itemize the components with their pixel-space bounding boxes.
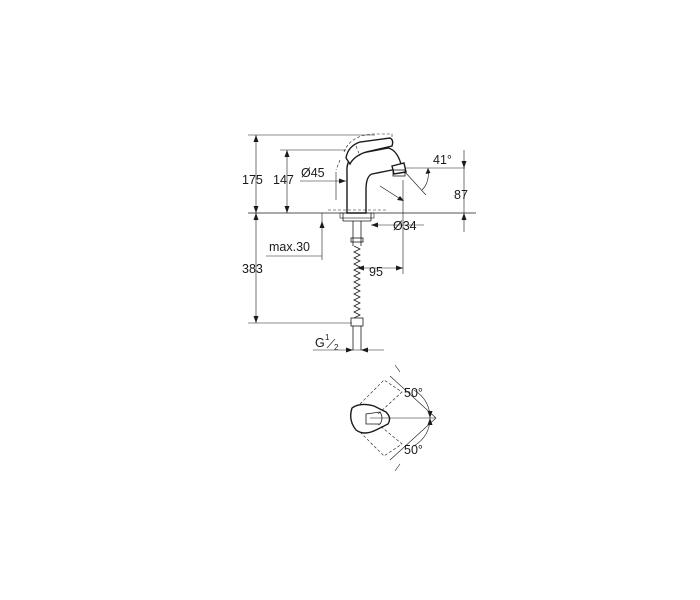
dim-d45-arrow <box>339 178 346 184</box>
top-arc-lower-arrow <box>427 418 433 425</box>
dim-41-slant <box>404 171 427 196</box>
aerator <box>392 169 406 177</box>
base-plate <box>339 212 375 219</box>
dim-g12-numerator: 1 <box>325 333 330 342</box>
flex-hose <box>353 245 361 319</box>
top-angle-lower-label: 50° <box>404 443 423 457</box>
top-swing-upper <box>359 379 403 415</box>
lever-ref-dash <box>355 145 361 157</box>
dim-87-arrow-bottom <box>461 213 467 220</box>
dim-383-label: 383 <box>242 262 263 276</box>
hose-fitting <box>350 317 364 327</box>
dim-41-label: 41° <box>433 153 452 167</box>
dim-87-arrow-top <box>461 161 467 168</box>
dim-g12-arrow-right <box>361 347 368 353</box>
dim-d45-label: Ø45 <box>301 166 325 180</box>
dim-383-arrow-bottom <box>253 316 259 323</box>
side-view: 175 147 Ø45 41° 87 Ø34 max.30 <box>242 133 476 353</box>
dim-95-label: 95 <box>369 265 383 279</box>
dim-g12-fraction-slash <box>326 338 336 349</box>
top-lever <box>349 403 391 434</box>
dim-g12-denominator: 2 <box>334 343 339 352</box>
dim-147-arrow-top <box>284 150 290 157</box>
spout-flow-arrow <box>397 196 404 201</box>
lever-swing-outline <box>343 133 393 153</box>
dim-max30-label: max.30 <box>269 240 310 254</box>
dim-max30-arrow <box>319 221 325 228</box>
dim-g12-label: G <box>315 336 325 350</box>
dim-87-label: 87 <box>454 188 468 202</box>
dim-d34-arrow <box>371 222 378 228</box>
spout-flow-line <box>379 185 403 201</box>
dim-95-arrow-left <box>357 265 364 271</box>
top-angle-upper-label: 50° <box>404 386 423 400</box>
shank-nut <box>350 237 364 243</box>
dim-383-arrow-top <box>253 213 259 220</box>
top-lower-tick <box>394 463 401 472</box>
faucet-lever <box>345 137 394 166</box>
dim-95-arrow-right <box>396 265 403 271</box>
top-swing-lower <box>359 423 403 457</box>
dim-175-arrow-top <box>253 135 259 142</box>
top-view: 50° 50° <box>349 364 437 472</box>
dim-175-label: 175 <box>242 173 263 187</box>
dim-41-arrow <box>425 168 431 174</box>
lever-swing-dash <box>335 159 341 171</box>
dim-147-label: 147 <box>273 173 294 187</box>
top-arc-lower <box>413 417 431 447</box>
dim-175-arrow-bottom <box>253 206 259 213</box>
dim-d34-label: Ø34 <box>393 219 417 233</box>
top-arc-upper-arrow <box>427 411 433 418</box>
dim-147-arrow-bottom <box>284 206 290 213</box>
dim-g12-arrow-left <box>346 347 353 353</box>
top-upper-tick <box>394 364 401 373</box>
